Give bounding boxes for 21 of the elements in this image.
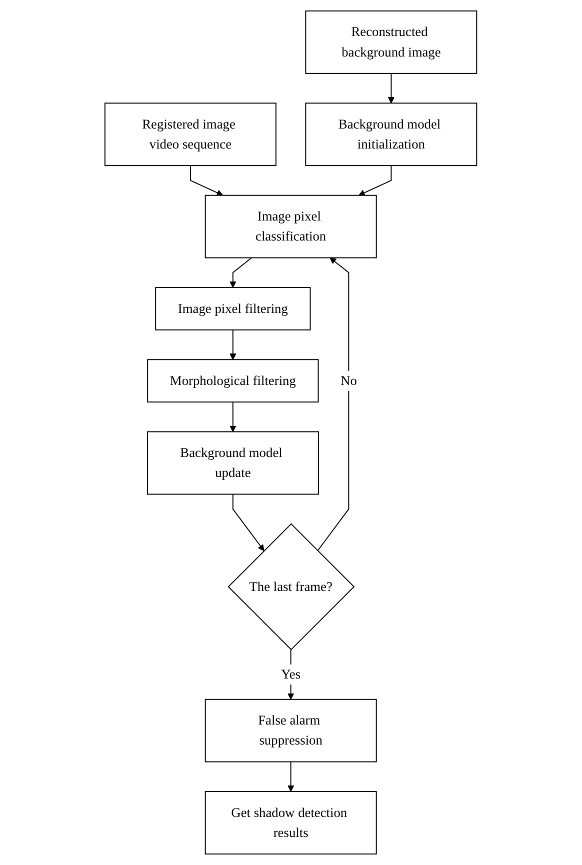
- arrow: [232, 494, 264, 552]
- arrow: [230, 402, 236, 432]
- node-box: Reconstructed background image: [305, 10, 478, 74]
- arrow: [190, 165, 224, 196]
- arrow: [317, 258, 350, 552]
- edge-label: No: [340, 373, 358, 388]
- node-box: False alarm suppression: [205, 698, 377, 762]
- arrow: [288, 761, 294, 792]
- node-diamond: The last frame?: [228, 523, 355, 650]
- node-box: Get shadow detection results: [205, 791, 377, 854]
- arrow: [230, 329, 236, 360]
- arrow: [358, 165, 392, 196]
- arrow: [388, 72, 395, 104]
- edge-label: Yes: [281, 666, 301, 682]
- node-box: Image pixel classification: [205, 194, 377, 258]
- arrow: [230, 257, 252, 288]
- node-box: Registered image video sequence: [104, 102, 277, 166]
- node-box: Image pixel filtering: [155, 287, 311, 330]
- node-box: Background model initialization: [305, 102, 478, 166]
- node-box: Background model update: [147, 431, 320, 495]
- node-box: Morphological filtering: [147, 359, 319, 403]
